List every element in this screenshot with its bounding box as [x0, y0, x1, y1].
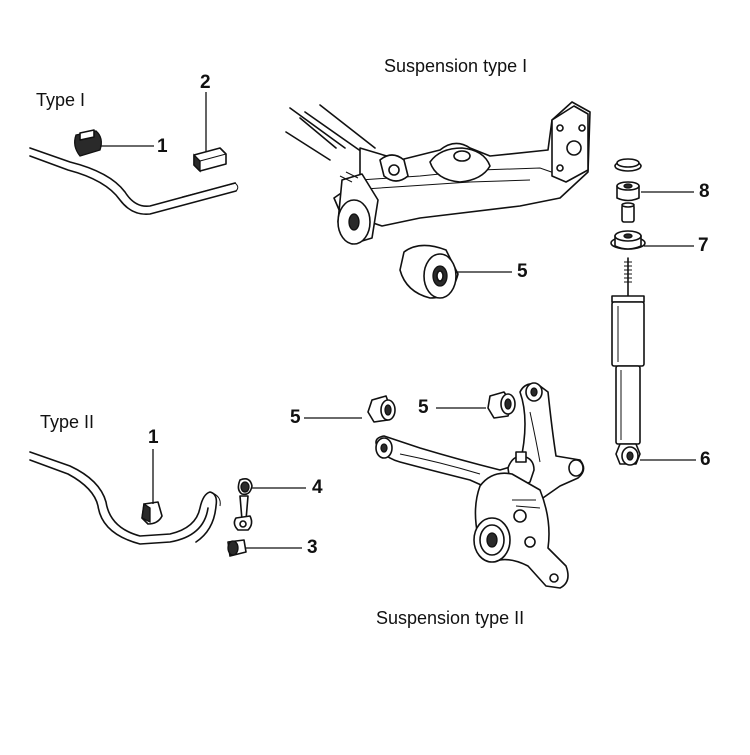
suspension-type1-subframe [285, 101, 591, 245]
type2-link-bushing [227, 539, 247, 557]
type2-bar-bushing [141, 501, 163, 525]
callout-3-link-bushing: 3 [307, 537, 318, 558]
callout-7-lower-bushing: 7 [698, 235, 709, 256]
type2-drop-link [233, 478, 253, 531]
suspension-type2-label: Suspension type II [376, 608, 525, 628]
callout-5-type2-front-bushing: 5 [290, 407, 301, 428]
type2-front-bushing [367, 395, 396, 423]
suspension-type2-knuckle [473, 472, 569, 589]
callout-1-type2-bushing: 1 [148, 427, 159, 448]
shock-upper-bushing [616, 181, 640, 202]
type1-stabilizer-bar [29, 147, 239, 216]
callout-5-type1-arm-bushing: 5 [517, 261, 528, 282]
callout-6-shock-absorber: 6 [700, 449, 711, 470]
type2-stabilizer-bar [29, 451, 221, 545]
type1-label: Type I [36, 90, 86, 110]
callout-5-type2-rear-bushing: 5 [418, 397, 429, 418]
type2-rear-bushing [487, 391, 516, 419]
type1-bar-clamp [193, 147, 227, 173]
callout-4-drop-link: 4 [312, 477, 323, 498]
suspension-type1-label: Suspension type I [384, 56, 528, 76]
shock-absorber [611, 257, 645, 466]
shock-lower-bushing [610, 230, 646, 250]
type1-arm-bushing [399, 244, 459, 299]
type2-label: Type II [40, 412, 95, 432]
suspension-type2-wishbone [375, 382, 585, 504]
shock-spacer [621, 202, 635, 223]
callout-2-type1-clamp: 2 [200, 72, 211, 93]
leader-lines [100, 92, 696, 549]
callout-1-type1-bushing: 1 [157, 136, 168, 157]
type1-bar-bushing [74, 129, 102, 157]
callout-8-upper-bushing: 8 [699, 181, 710, 202]
shock-top-washer [614, 158, 642, 172]
